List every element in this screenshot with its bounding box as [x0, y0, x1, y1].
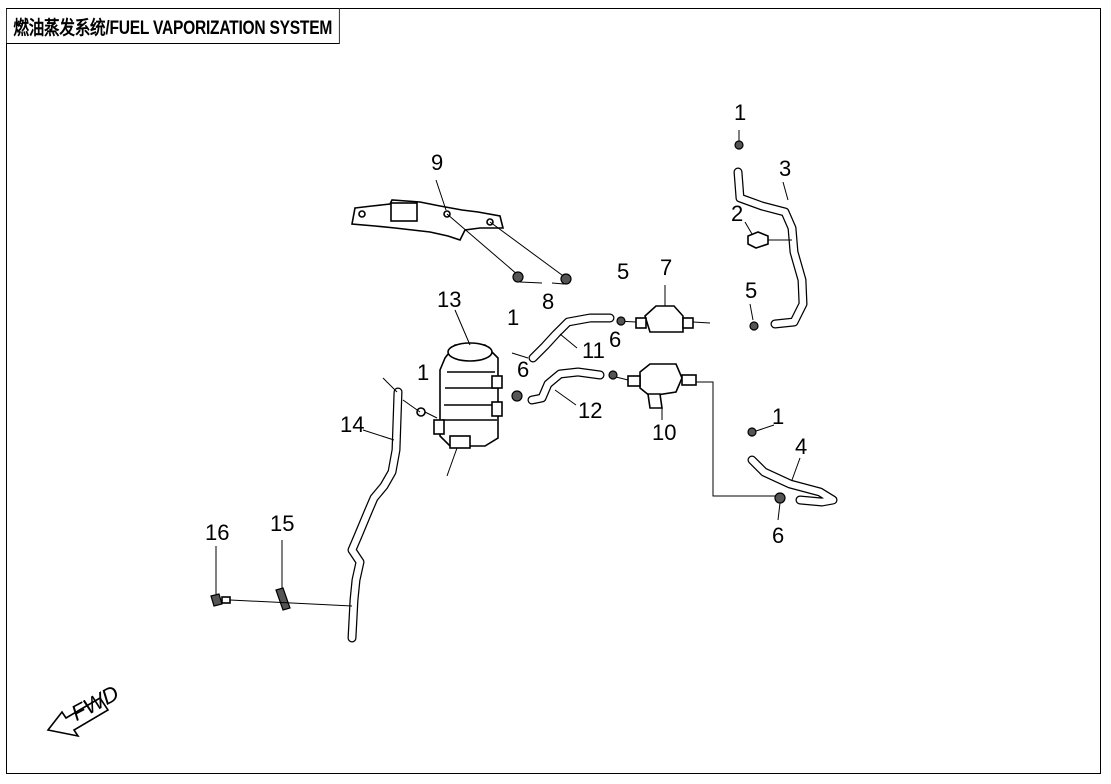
callout-16: 16 — [205, 520, 229, 545]
callout-6-right: 6 — [772, 523, 784, 548]
callout-1-canister: 1 — [507, 305, 519, 330]
long-hose-part — [347, 377, 438, 643]
callout-3: 3 — [779, 156, 791, 181]
callout-9: 9 — [431, 150, 443, 175]
drawing-frame — [6, 8, 1101, 774]
callout-6-mid: 6 — [609, 327, 621, 352]
callout-8: 8 — [542, 289, 554, 314]
callout-2: 2 — [731, 201, 743, 226]
valve-10-part — [608, 363, 776, 497]
page-title: 燃油蒸发系统/FUEL VAPORIZATION SYSTEM — [6, 8, 340, 44]
fwd-arrow-icon: FWD — [46, 680, 123, 738]
valve-7-part — [616, 285, 711, 333]
canister-part — [433, 309, 503, 477]
hose-4-part — [747, 424, 838, 521]
callout-5-right: 5 — [745, 278, 757, 303]
callout-1-hose: 1 — [417, 360, 429, 385]
callout-11: 11 — [582, 338, 605, 363]
callout-4: 4 — [795, 434, 807, 459]
hose-12-part — [511, 367, 605, 406]
fwd-label: FWD — [67, 680, 123, 726]
callout-14: 14 — [340, 412, 364, 437]
hose-3-part — [733, 130, 808, 331]
callout-12: 12 — [578, 398, 602, 423]
callout-10: 10 — [652, 420, 676, 445]
clip-15-part — [275, 540, 291, 611]
hose-11-part — [511, 313, 615, 363]
nut-part — [446, 213, 572, 285]
callout-7: 7 — [660, 255, 672, 280]
callout-6-left: 6 — [517, 357, 529, 382]
bracket-part — [351, 179, 505, 241]
callout-1-top: 1 — [734, 100, 746, 125]
callout-13: 13 — [437, 287, 461, 312]
callout-15: 15 — [270, 511, 294, 536]
bolt-16-part — [210, 546, 353, 607]
callout-1-right: 1 — [772, 404, 784, 429]
callout-5-left: 5 — [617, 259, 629, 284]
